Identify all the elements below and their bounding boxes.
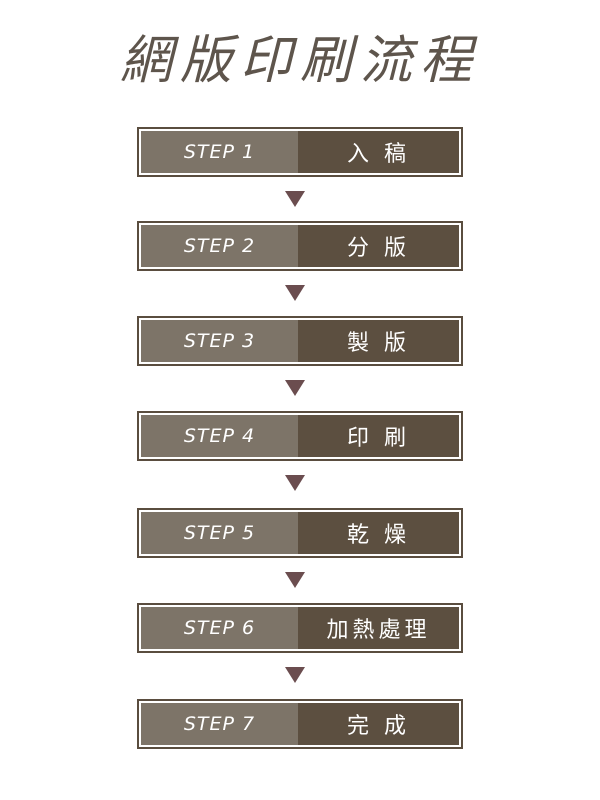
step-number: STEP 7 (141, 703, 298, 745)
down-arrow-icon (285, 285, 305, 301)
step-number: STEP 5 (141, 512, 298, 554)
step-name: 完 成 (298, 703, 459, 745)
step-number: STEP 3 (141, 320, 298, 362)
step-number: STEP 1 (141, 131, 298, 173)
down-arrow-icon (285, 667, 305, 683)
step-name: 印 刷 (298, 415, 459, 457)
step-name: 製 版 (298, 320, 459, 362)
step-name: 入 稿 (298, 131, 459, 173)
step-name: 乾 燥 (298, 512, 459, 554)
step-number: STEP 6 (141, 607, 298, 649)
step-name: 加熱處理 (298, 607, 459, 649)
page-title: 網版印刷流程 (119, 31, 480, 91)
down-arrow-icon (285, 380, 305, 396)
down-arrow-icon (285, 572, 305, 588)
step-name: 分 版 (298, 225, 459, 267)
step-number: STEP 4 (141, 415, 298, 457)
down-arrow-icon (285, 475, 305, 491)
step-number: STEP 2 (141, 225, 298, 267)
down-arrow-icon (285, 191, 305, 207)
